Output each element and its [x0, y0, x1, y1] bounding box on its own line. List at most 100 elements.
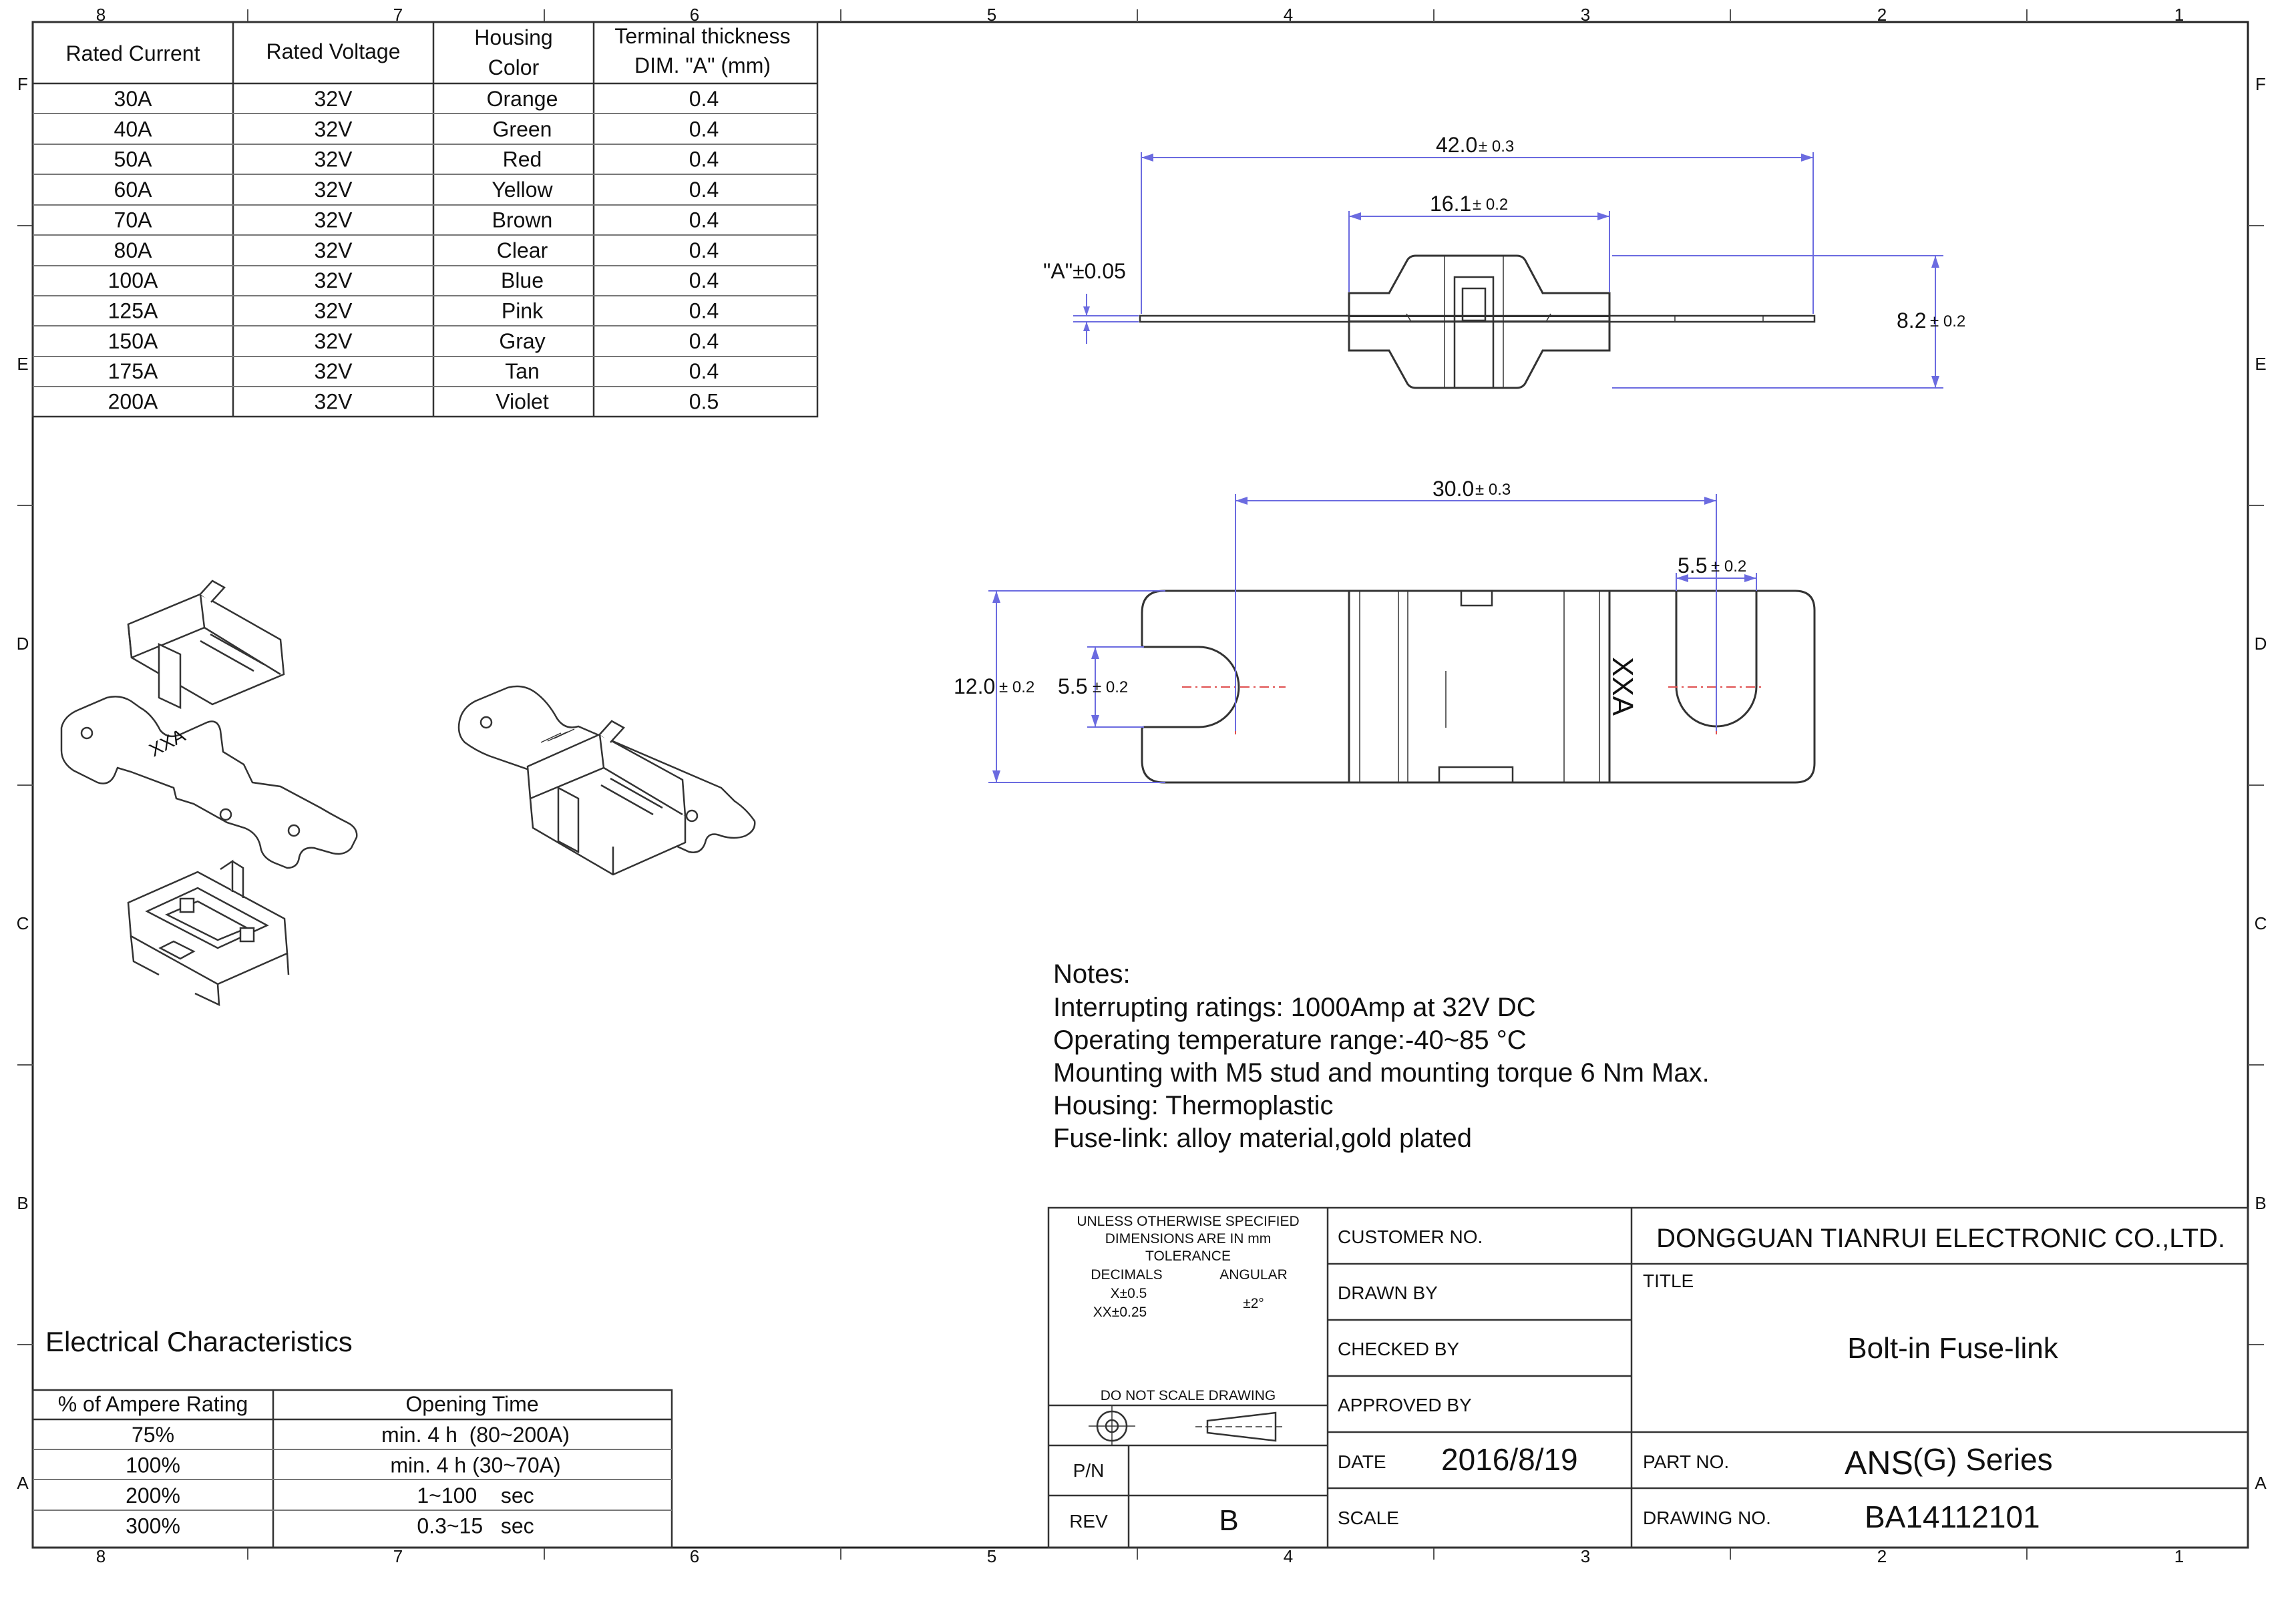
- col-label-1: 1: [2174, 5, 2184, 25]
- row-label-right-D: D: [2255, 634, 2267, 654]
- date-label: DATE: [1338, 1451, 1386, 1472]
- rated-current-cell: 150A: [108, 329, 158, 353]
- rated-voltage-cell: 32V: [315, 87, 353, 111]
- checked-by-label: CHECKED BY: [1338, 1339, 1459, 1359]
- title-block: UNLESS OTHERWISE SPECIFIED DIMENSIONS AR…: [1047, 1206, 2249, 1549]
- terminal-thickness-cell: 0.4: [689, 208, 719, 232]
- dim-housing-width: 16.1: [1430, 192, 1471, 216]
- opening-time-cell: 1~100 sec: [417, 1483, 534, 1508]
- note-line-2: Operating temperature range:-40~85 °C: [1053, 1025, 1527, 1055]
- rated-current-cell: 100A: [108, 268, 158, 292]
- col-label-bottom-2: 2: [1877, 1546, 1887, 1566]
- col-label-4: 4: [1284, 5, 1293, 25]
- dim-overall-length-tol: ± 0.3: [1479, 138, 1514, 156]
- dim-slot-width: 5.5: [1678, 553, 1707, 578]
- housing-mark-text: XXA: [1606, 657, 1639, 716]
- rated-voltage-cell: 32V: [315, 299, 353, 323]
- rated-current-cell: 70A: [114, 208, 153, 232]
- housing-color-cell: Pink: [502, 299, 544, 323]
- col-label-5: 5: [987, 5, 996, 25]
- electrical-title: Electrical Characteristics: [45, 1326, 353, 1357]
- ampere-rating-cell: 75%: [132, 1423, 174, 1447]
- drawing-no-label: DRAWING NO.: [1643, 1508, 1771, 1528]
- header-terminal-thickness-line2: DIM. "A" (mm): [634, 53, 771, 77]
- housing-color-cell: Yellow: [492, 178, 553, 202]
- row-label-right-B: B: [2255, 1193, 2266, 1213]
- xx-tolerance: XX±0.25: [1093, 1305, 1147, 1320]
- housing-color-cell: Violet: [496, 390, 549, 414]
- col-label-6: 6: [690, 5, 699, 25]
- terminal-thickness-cell: 0.4: [689, 299, 719, 323]
- angle-tolerance: ±2°: [1243, 1296, 1264, 1311]
- rated-voltage-cell: 32V: [315, 390, 353, 414]
- rev-label: REV: [1069, 1511, 1108, 1532]
- rev-value: B: [1219, 1504, 1238, 1537]
- tolerance-note-line1: UNLESS OTHERWISE SPECIFIED: [1077, 1214, 1299, 1229]
- angular-label: ANGULAR: [1219, 1267, 1288, 1283]
- housing-color-cell: Tan: [505, 359, 540, 383]
- exploded-isometric-view: XXA: [60, 580, 756, 1007]
- note-line-5: Fuse-link: alloy material,gold plated: [1053, 1124, 1472, 1153]
- title-label: TITLE: [1643, 1271, 1694, 1291]
- iso-top-housing: [127, 580, 285, 709]
- notes-block: Notes: Interrupting ratings: 1000Amp at …: [1053, 959, 1710, 1153]
- notes-heading: Notes:: [1053, 959, 1131, 989]
- rated-voltage-cell: 32V: [315, 148, 353, 172]
- header-housing-color-line1: Housing: [474, 25, 552, 49]
- header-rated-current: Rated Current: [66, 41, 200, 65]
- rated-current-cell: 80A: [114, 238, 153, 262]
- rated-current-cell: 40A: [114, 117, 153, 141]
- row-label-right-F: F: [2255, 74, 2266, 94]
- decimals-label: DECIMALS: [1091, 1267, 1162, 1283]
- terminal-thickness-cell: 0.4: [689, 359, 719, 383]
- company-name: DONGGUAN TIANRUI ELECTRONIC CO.,LTD.: [1656, 1224, 2225, 1253]
- customer-no-label: CUSTOMER NO.: [1338, 1226, 1483, 1247]
- row-label-F: F: [17, 74, 28, 94]
- dim-overall-length: 42.0: [1436, 133, 1477, 157]
- col-label-bottom-7: 7: [393, 1546, 403, 1566]
- dim-housing-width-tol: ± 0.2: [1473, 196, 1508, 214]
- dim-left-slot-tol: ± 0.2: [1093, 678, 1128, 696]
- electrical-characteristics: Electrical Characteristics % of Ampere R…: [31, 1326, 673, 1549]
- ampere-rating-cell: 100%: [126, 1453, 180, 1477]
- note-line-4: Housing: Thermoplastic: [1053, 1091, 1333, 1120]
- fuse-side-view: 42.0 ± 0.3 16.1 ± 0.2 "A"±0.05 8.2 ± 0.2: [1043, 133, 1965, 389]
- opening-time-cell: 0.3~15 sec: [417, 1514, 534, 1538]
- tolerance-note-line3: TOLERANCE: [1145, 1248, 1231, 1264]
- iso-assembled-fuse: [457, 685, 756, 876]
- rated-voltage-cell: 32V: [315, 178, 353, 202]
- rated-voltage-cell: 32V: [315, 208, 353, 232]
- dim-terminal-thickness: "A"±0.05: [1043, 259, 1126, 283]
- note-line-3: Mounting with M5 stud and mounting torqu…: [1053, 1058, 1710, 1088]
- part-no-series: (G) Series: [1913, 1442, 2053, 1477]
- row-label-right-C: C: [2255, 913, 2267, 933]
- col-label-bottom-3: 3: [1581, 1546, 1590, 1566]
- col-label-bottom-6: 6: [690, 1546, 699, 1566]
- terminal-thickness-cell: 0.4: [689, 238, 719, 262]
- ampere-rating-cell: 200%: [126, 1483, 180, 1508]
- dim-left-slot: 5.5: [1058, 674, 1087, 698]
- part-no-label: PART NO.: [1643, 1451, 1729, 1472]
- row-label-A: A: [17, 1473, 29, 1493]
- terminal-thickness-cell: 0.4: [689, 117, 719, 141]
- terminal-thickness-cell: 0.4: [689, 148, 719, 172]
- terminal-thickness-cell: 0.4: [689, 178, 719, 202]
- date-value: 2016/8/19: [1441, 1442, 1578, 1477]
- note-line-1: Interrupting ratings: 1000Amp at 32V DC: [1053, 993, 1536, 1022]
- header-housing-color-line2: Color: [488, 55, 540, 79]
- dim-hole-spacing: 30.0: [1432, 477, 1474, 501]
- rated-current-cell: 30A: [114, 87, 153, 111]
- electrical-rows: 75%min. 4 h (80~200A)100%min. 4 h (30~70…: [126, 1423, 570, 1538]
- col-label-2: 2: [1877, 5, 1887, 25]
- rated-voltage-cell: 32V: [315, 238, 353, 262]
- housing-color-cell: Gray: [499, 329, 545, 353]
- housing-color-cell: Brown: [492, 208, 553, 232]
- dim-hole-spacing-tol: ± 0.3: [1475, 481, 1511, 499]
- header-rated-voltage: Rated Voltage: [266, 39, 400, 63]
- scale-label: SCALE: [1338, 1508, 1399, 1528]
- dim-height-tol: ± 0.2: [1930, 312, 1965, 330]
- opening-time-cell: min. 4 h (30~70A): [390, 1453, 560, 1477]
- col-label-bottom-5: 5: [987, 1546, 996, 1566]
- col-label-3: 3: [1581, 5, 1590, 25]
